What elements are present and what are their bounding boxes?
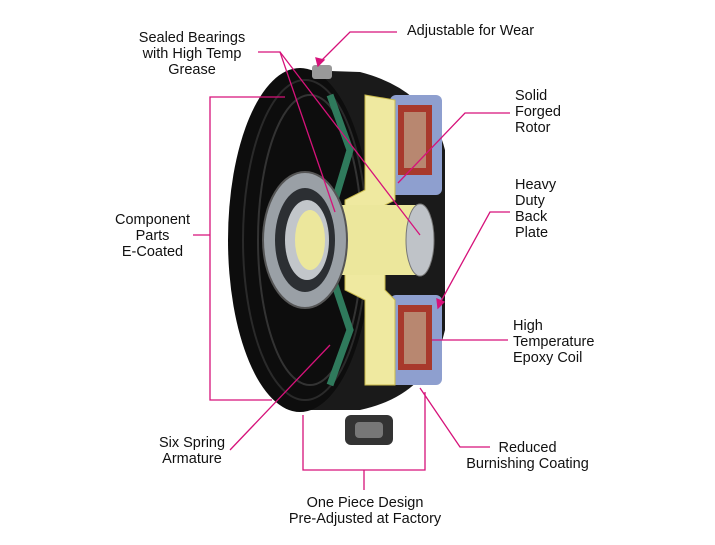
label-bearings: Sealed Bearings with High Temp Grease	[128, 30, 256, 78]
label-line: Burnishing Coating	[466, 456, 589, 472]
label-adjustable: Adjustable for Wear	[407, 23, 534, 39]
label-line: Plate	[515, 225, 549, 241]
label-line: Duty	[515, 193, 545, 209]
leader-spring	[229, 344, 331, 451]
label-line: E-Coated	[121, 244, 184, 260]
label-rotor: Solid Forged Rotor	[515, 88, 561, 136]
label-line: Solid	[515, 88, 548, 104]
label-burnishing: Reduced Burnishing Coating	[455, 440, 600, 472]
leader-backplate	[439, 211, 510, 304]
label-line: Parts	[135, 228, 170, 244]
leader-adjustable	[319, 31, 397, 63]
label-line: Rotor	[515, 120, 551, 136]
label-line: with High Temp	[142, 46, 242, 62]
label-line: One Piece Design	[306, 495, 424, 511]
label-line: Component	[115, 212, 190, 228]
leader-rotor	[397, 112, 510, 184]
label-component: Component Parts E-Coated	[105, 212, 200, 260]
leader-burnishing	[419, 387, 490, 448]
label-line: Six Spring	[158, 435, 226, 451]
label-line: Temperature	[513, 334, 595, 350]
label-line: Grease	[168, 62, 216, 78]
label-line: Armature	[162, 451, 222, 467]
leader-lines	[193, 31, 510, 490]
label-backplate: Heavy Duty Back Plate	[515, 177, 556, 241]
label-line: Sealed Bearings	[138, 30, 246, 46]
label-line: Reduced	[498, 440, 557, 456]
label-line: Heavy	[515, 177, 557, 193]
label-coil: High Temperature Epoxy Coil	[513, 318, 594, 366]
label-line: Adjustable for Wear	[407, 23, 535, 39]
label-spring: Six Spring Armature	[148, 435, 236, 467]
label-line: Forged	[515, 104, 561, 120]
label-line: Pre-Adjusted at Factory	[288, 511, 442, 527]
leader-component	[209, 96, 285, 401]
label-line: Back	[515, 209, 548, 225]
label-line: Epoxy Coil	[513, 350, 583, 366]
label-line: High	[513, 318, 543, 334]
label-onepiece: One Piece Design Pre-Adjusted at Factory	[270, 495, 460, 527]
